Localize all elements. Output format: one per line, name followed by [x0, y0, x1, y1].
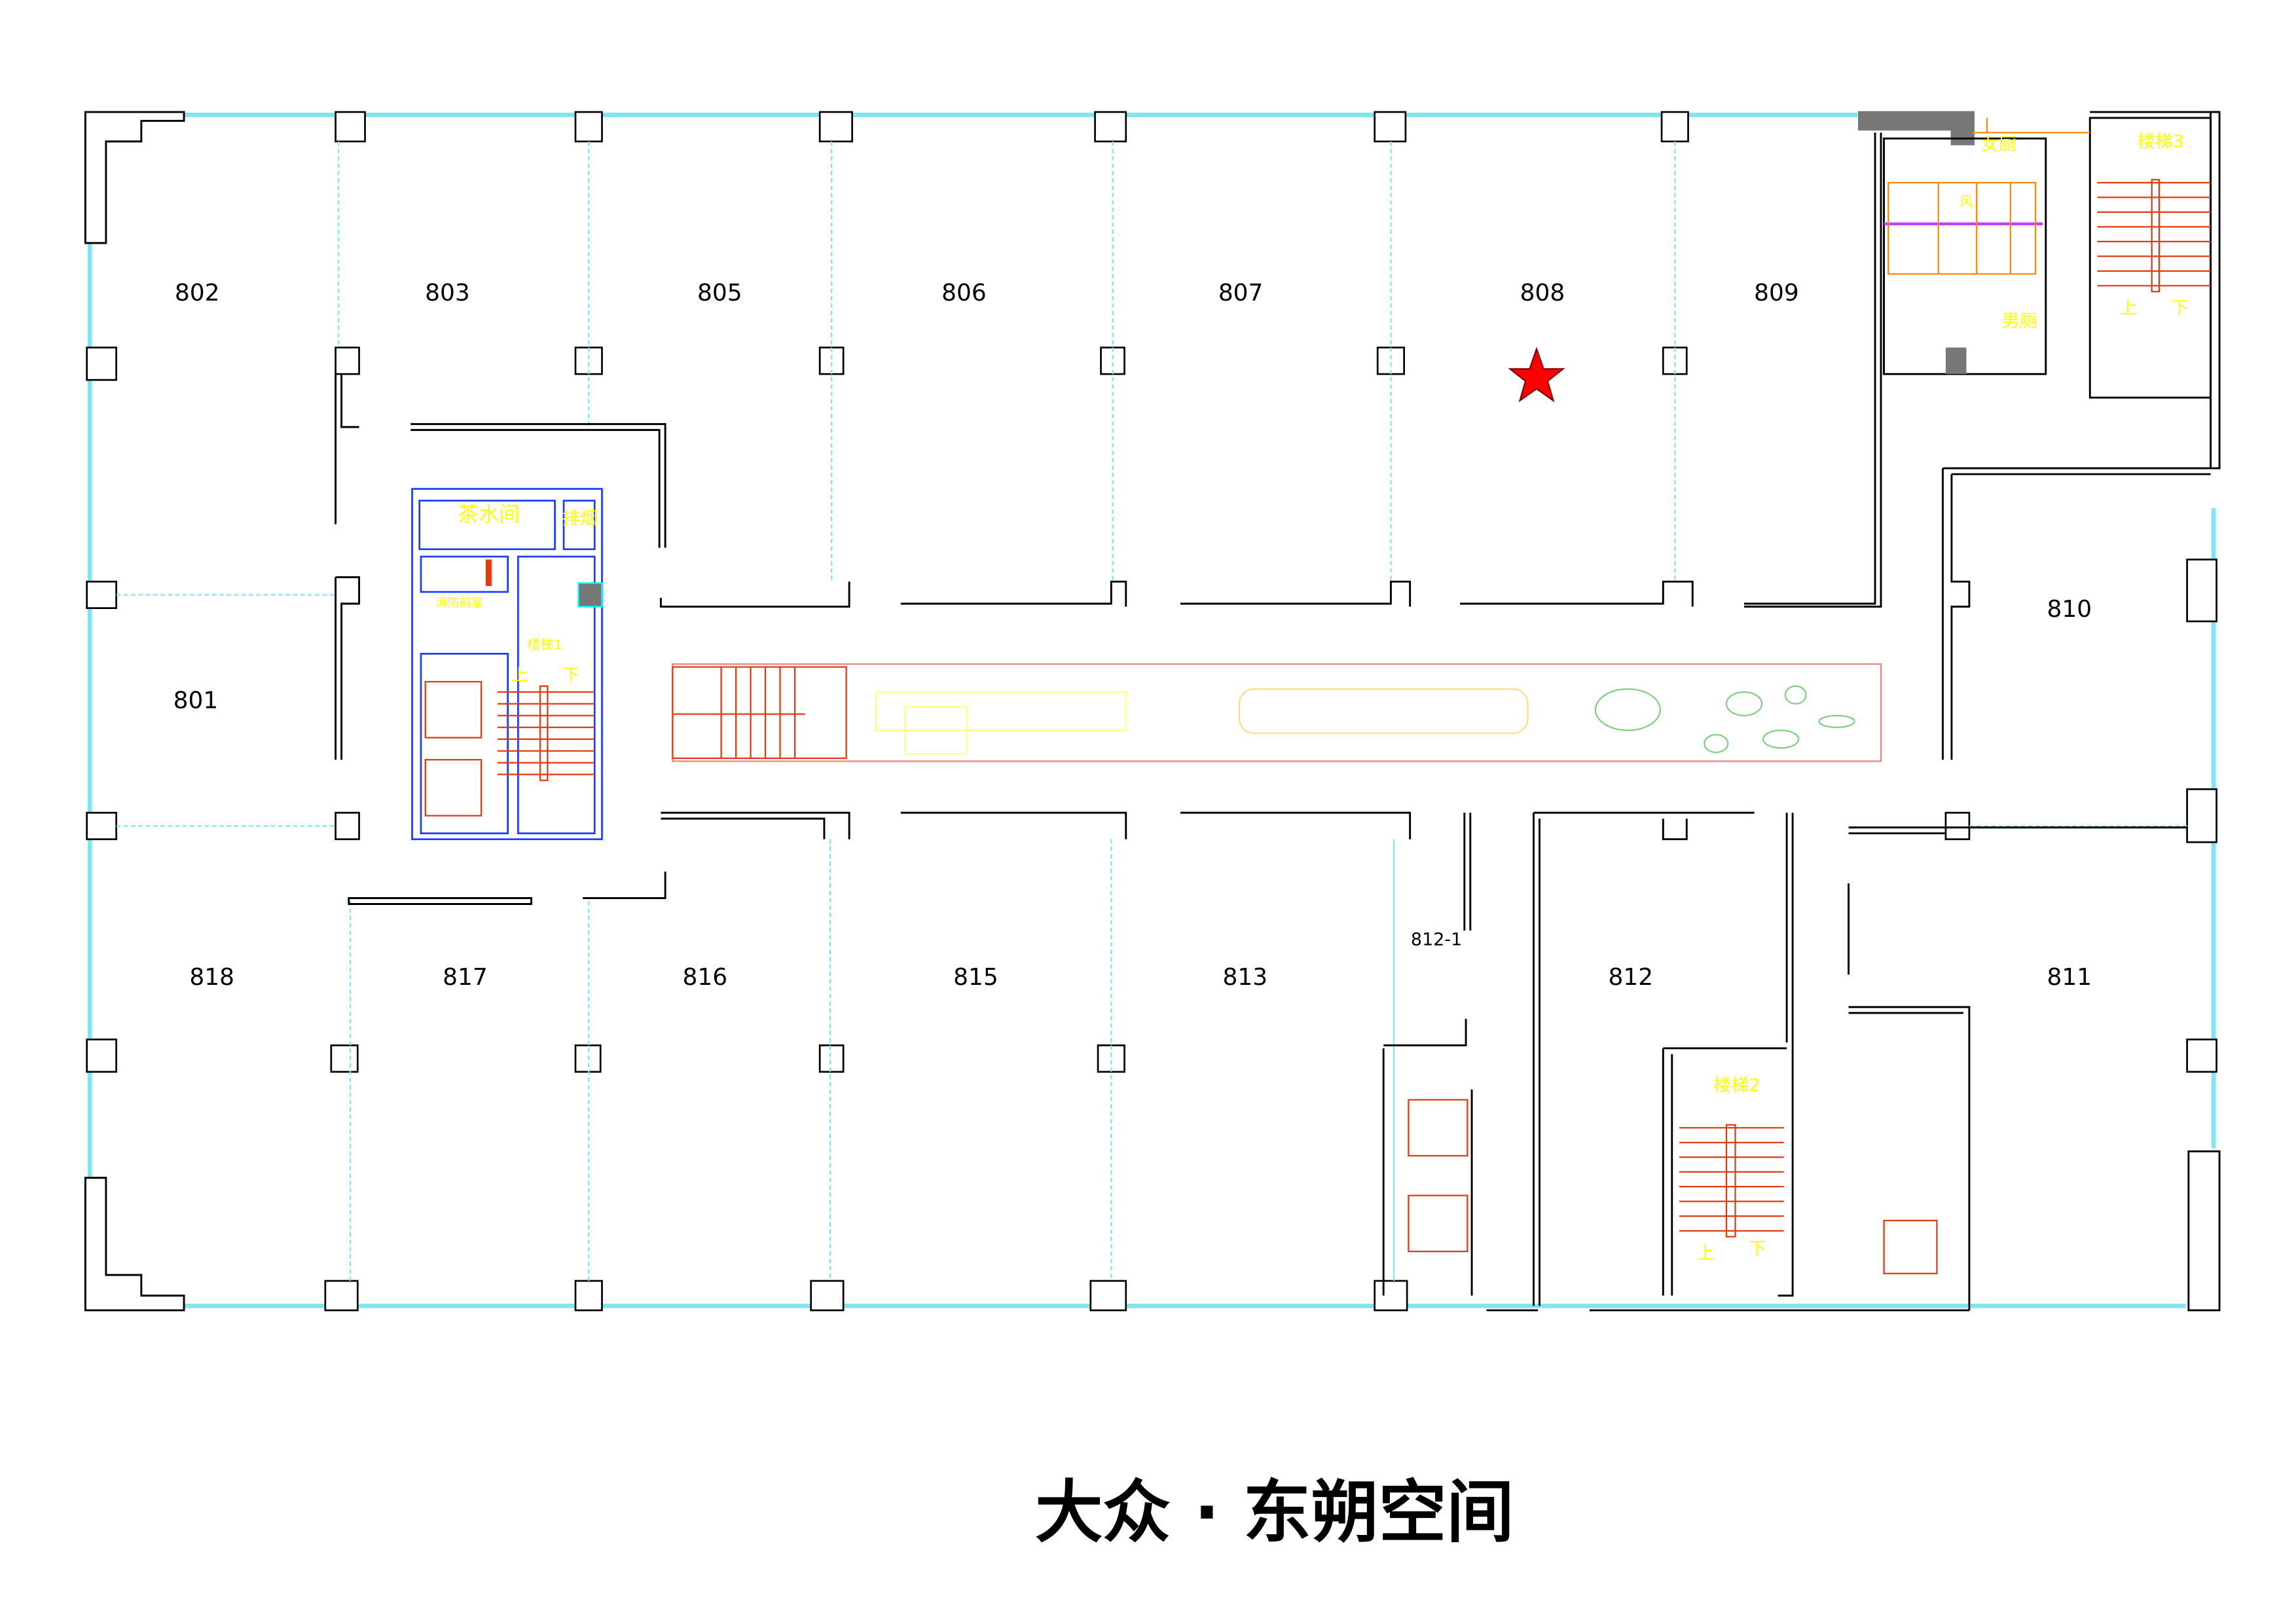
- room-809: 809: [1754, 280, 1799, 306]
- room-812: 812: [1609, 964, 1654, 991]
- room-808: 808: [1520, 280, 1565, 306]
- womens-wc-label: 女厕: [1981, 134, 2016, 155]
- core-left: 茶水间 排烟 消防前室 楼梯1 上 下: [411, 488, 603, 840]
- stair1-label: 楼梯1: [527, 637, 562, 653]
- fire-lobby-label: 消防前室: [435, 596, 483, 610]
- stair3-down-label: 下: [2171, 298, 2189, 318]
- star-icon: [1508, 346, 1565, 403]
- room-815: 815: [953, 964, 998, 991]
- room-811: 811: [2047, 964, 2092, 991]
- stair2-down-label: 下: [1749, 1239, 1766, 1259]
- exterior-walls: [84, 111, 2221, 1312]
- partitions: [116, 141, 2187, 1282]
- shaft: [577, 582, 603, 608]
- wind-label: 风: [1959, 194, 1973, 210]
- room-810: 810: [2047, 596, 2092, 623]
- room-817: 817: [443, 964, 488, 991]
- core-right-bottom: 楼梯2 上 下: [1408, 1075, 1938, 1274]
- stair2-up-label: 上: [1697, 1243, 1715, 1263]
- central-corridor: [672, 663, 1882, 762]
- room-801: 801: [173, 688, 219, 714]
- mens-wc-label: 男厕: [2001, 311, 2037, 331]
- smoke-exhaust-label: 排烟: [562, 509, 598, 529]
- stair2-label: 楼梯2: [1713, 1075, 1760, 1096]
- columns: [86, 111, 2217, 1312]
- plan-title: 大众 · 东朔空间: [1035, 1473, 1514, 1552]
- stair1-down-label: 下: [563, 665, 579, 684]
- room-806: 806: [941, 280, 987, 306]
- core-right-top: 女厕 风 男厕 楼梯3 上 下: [1883, 117, 2212, 399]
- room-805: 805: [697, 280, 742, 306]
- stair3-up-label: 上: [2119, 298, 2137, 318]
- room-812-1: 812-1: [1411, 929, 1462, 950]
- room-818: 818: [189, 964, 234, 991]
- stair3-label: 楼梯3: [2138, 132, 2184, 152]
- room-816: 816: [683, 964, 728, 991]
- room-802: 802: [175, 280, 220, 306]
- room-803: 803: [425, 280, 470, 306]
- room-807: 807: [1218, 280, 1264, 306]
- room-813: 813: [1223, 964, 1268, 991]
- room-labels: 802 803 805 806 807 808 809 810 801 818 …: [173, 280, 2092, 991]
- tea-room-label: 茶水间: [458, 503, 519, 526]
- stair1-up-label: 上: [511, 665, 528, 684]
- exterior-glass: [87, 113, 2216, 1308]
- interior-walls: [335, 132, 2211, 1310]
